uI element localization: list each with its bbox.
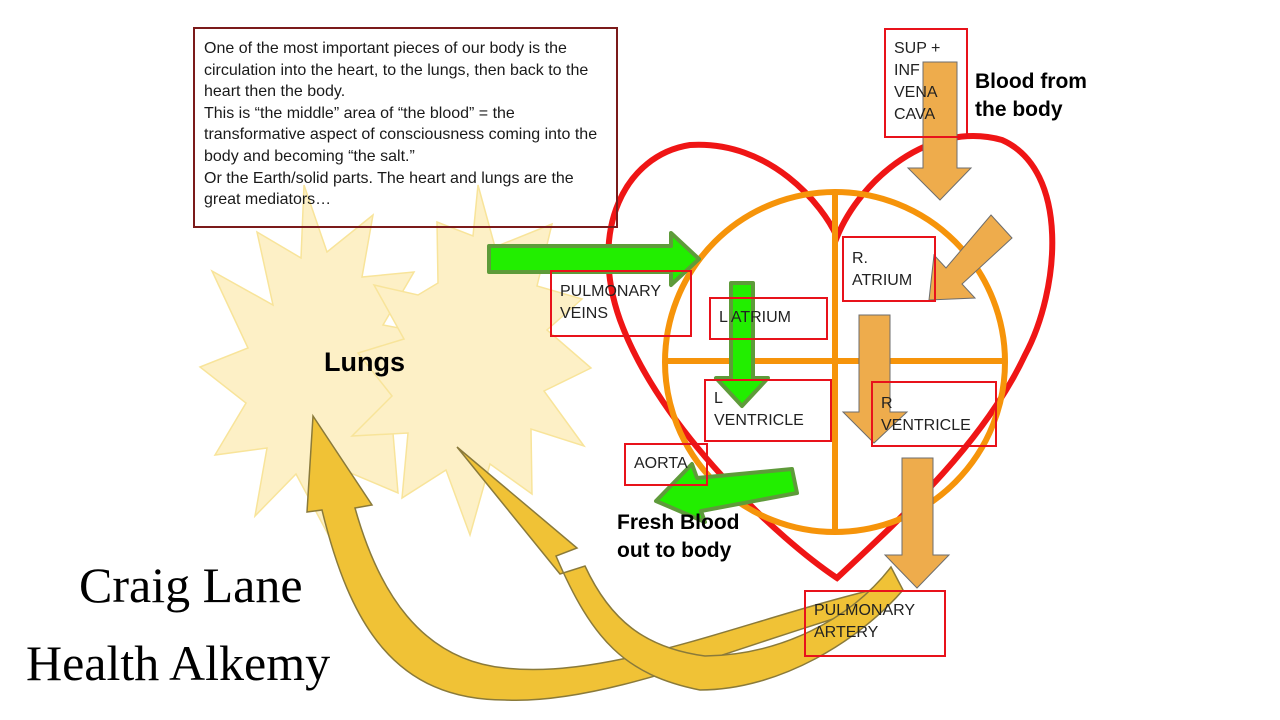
atrium-to-ventricle-arrow xyxy=(841,314,909,444)
right-ventricle-label: R VENTRICLE xyxy=(871,381,997,447)
note-line-2: This is “the middle” area of “the blood”… xyxy=(204,104,598,165)
brand-line-2: Health Alkemy xyxy=(26,635,331,691)
pulmonary-artery-label: PULMONARY ARTERY xyxy=(804,590,946,657)
vena-cava-arrow xyxy=(906,61,973,201)
right-atrium-inflow-arrow xyxy=(928,214,1013,301)
pulmonary-veins-label: PULMONARY VEINS xyxy=(550,270,692,337)
explanation-note: One of the most important pieces of our … xyxy=(193,27,618,228)
blood-from-body-label: Blood from the body xyxy=(975,70,1087,121)
note-line-1: One of the most important pieces of our … xyxy=(204,40,589,101)
left-ventricle-label: L VENTRICLE xyxy=(704,379,832,442)
pulmonary-veins-arrow xyxy=(487,231,701,287)
aorta-label: AORTA xyxy=(624,443,708,486)
fresh-blood-label: Fresh Blood out to body xyxy=(617,511,740,562)
vena-cava-label: SUP + INF VENA CAVA xyxy=(884,28,968,138)
lungs-label: Lungs xyxy=(324,347,405,377)
left-atrium-label: L ATRIUM xyxy=(709,297,828,340)
chamber-circle xyxy=(662,189,1008,535)
note-line-3: Or the Earth/solid parts. The heart and … xyxy=(204,169,574,209)
ventricle-to-artery-arrow xyxy=(883,457,951,589)
right-atrium-label: R. ATRIUM xyxy=(842,236,936,302)
brand-line-1: Craig Lane xyxy=(79,557,303,613)
aorta-arrow xyxy=(654,462,799,524)
